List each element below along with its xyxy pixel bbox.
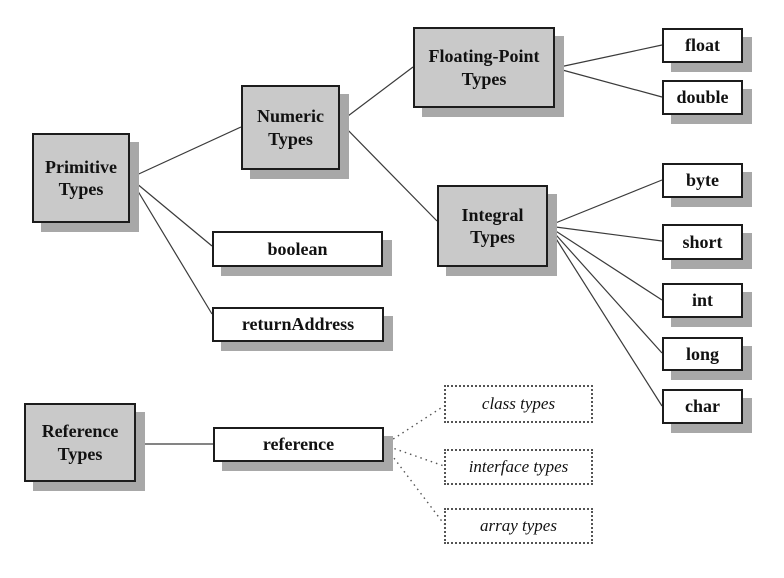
node-label: reference: [262, 434, 335, 455]
node-label: short: [682, 231, 723, 252]
edge-primitive-returnaddress: [129, 177, 213, 315]
node-returnaddress: returnAddress: [212, 307, 384, 342]
node-boolean: boolean: [212, 231, 383, 267]
node-short: short: [662, 224, 743, 260]
node-float: float: [662, 28, 743, 63]
edge-integral-char: [547, 225, 663, 407]
node-integral-types: Integral Types: [437, 185, 548, 267]
edge-integral-short: [547, 225, 663, 242]
node-label: double: [676, 87, 729, 108]
node-label: Floating-Point Types: [428, 46, 540, 89]
node-array-types: array types: [444, 508, 593, 544]
node-double: double: [662, 80, 743, 115]
node-long: long: [662, 337, 743, 371]
node-label: Reference Types: [41, 421, 119, 464]
edge-floating-double: [554, 67, 663, 98]
node-class-types: class types: [444, 385, 593, 423]
node-label: Integral Types: [461, 204, 524, 248]
node-label: interface types: [468, 457, 569, 477]
edge-reference-interfacetypes: [383, 444, 445, 467]
node-label: float: [685, 35, 720, 56]
edge-primitive-boolean: [129, 177, 213, 247]
node-reference-types: Reference Types: [24, 403, 136, 482]
node-int: int: [662, 283, 743, 318]
edge-integral-long: [547, 225, 663, 354]
node-label: class types: [481, 394, 556, 414]
node-label: char: [685, 396, 720, 417]
node-label: long: [685, 343, 719, 364]
node-label: Numeric Types: [257, 106, 324, 149]
edge-primitive-numeric: [129, 126, 242, 179]
node-label: returnAddress: [241, 314, 355, 335]
node-reference: reference: [213, 427, 384, 462]
node-numeric-types: Numeric Types: [241, 85, 340, 170]
node-label: boolean: [267, 238, 328, 259]
node-primitive-types: Primitive Types: [32, 133, 130, 223]
edge-integral-byte: [547, 179, 663, 227]
node-byte: byte: [662, 163, 743, 198]
node-interface-types: interface types: [444, 449, 593, 485]
node-label: array types: [480, 516, 557, 536]
edge-numeric-floating: [339, 66, 414, 123]
edge-reference-arraytypes: [383, 444, 445, 525]
node-label: Primitive Types: [45, 156, 117, 200]
edge-integral-int: [547, 225, 663, 301]
node-label: byte: [686, 170, 719, 191]
edge-reference-classtypes: [383, 405, 445, 446]
node-label: int: [691, 290, 713, 311]
node-char: char: [662, 389, 743, 424]
node-floating-point-types: Floating-Point Types: [413, 27, 555, 108]
edge-numeric-integral: [339, 121, 438, 222]
edge-floating-float: [554, 44, 663, 69]
